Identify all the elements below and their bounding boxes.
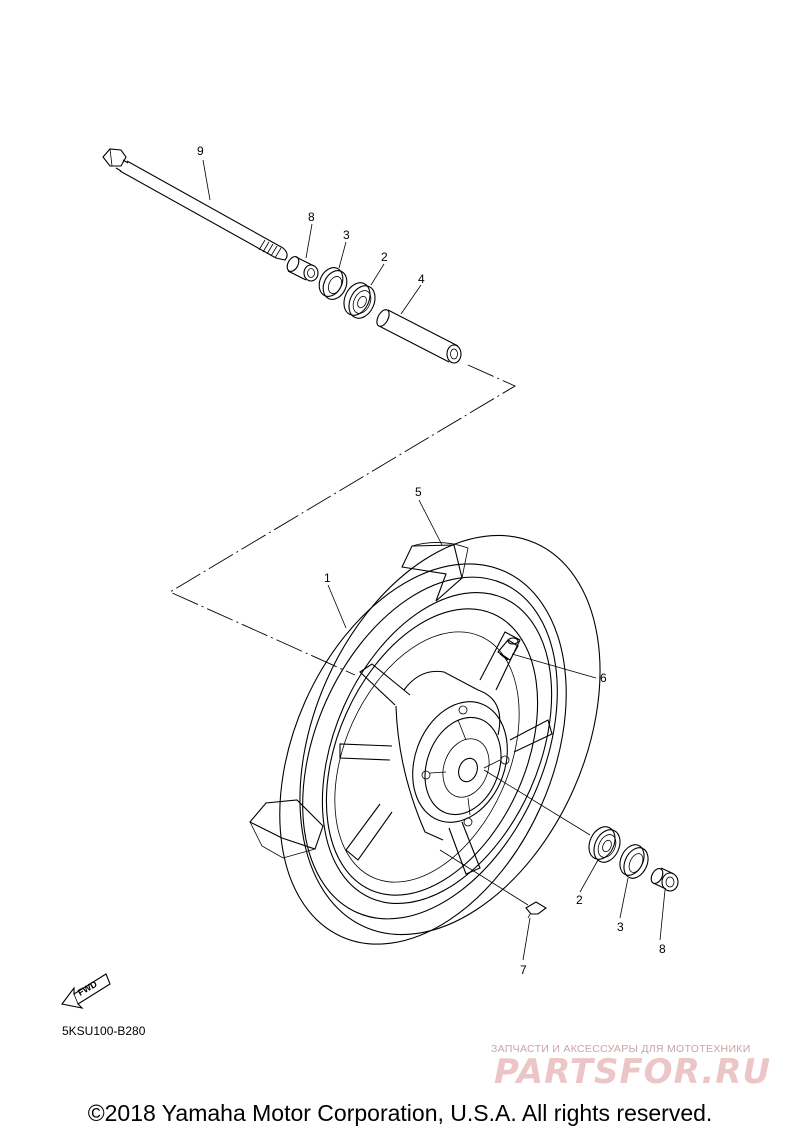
label-wheel: 1	[324, 571, 331, 585]
label-balance-weight: 7	[520, 963, 527, 977]
balance-weight-part	[525, 901, 547, 919]
label-valve: 6	[600, 671, 607, 685]
label-collar-bottom: 8	[659, 942, 666, 956]
fwd-label: FWD	[76, 979, 99, 998]
label-tire: 5	[415, 485, 422, 499]
leader-lines	[202, 159, 666, 961]
label-bearing-top: 2	[381, 250, 388, 264]
label-spacer: 4	[418, 272, 425, 286]
oil-seal-top-part	[318, 267, 348, 300]
oil-seal-bottom-part	[619, 844, 649, 879]
bearing-bottom-part	[588, 826, 621, 863]
tire-part	[249, 534, 601, 945]
label-bearing-bottom: 2	[576, 893, 583, 907]
collar-bottom-part	[650, 867, 679, 892]
spacer-part	[376, 309, 462, 364]
fwd-arrow-icon: FWD	[61, 973, 111, 1009]
label-oil-seal-bottom: 3	[617, 920, 624, 934]
valve-part	[497, 637, 519, 661]
axle-part	[102, 148, 288, 261]
watermark-logo: PARTSFOR.RU	[494, 1052, 772, 1092]
diagram-code: 5KSU100-B280	[62, 1024, 146, 1038]
bearing-top-part	[343, 282, 376, 319]
label-axle: 9	[197, 144, 204, 158]
copyright-notice: ©2018 Yamaha Motor Corporation, U.S.A. A…	[87, 1100, 713, 1126]
assembly-line	[169, 364, 516, 676]
collar-top-part	[286, 256, 319, 282]
watermark-tagline: ЗАПЧАСТИ И АКСЕССУАРЫ ДЛЯ МОТОТЕХНИКИ	[491, 1043, 751, 1055]
label-oil-seal-top: 3	[343, 228, 350, 242]
label-collar-top: 8	[308, 210, 315, 224]
